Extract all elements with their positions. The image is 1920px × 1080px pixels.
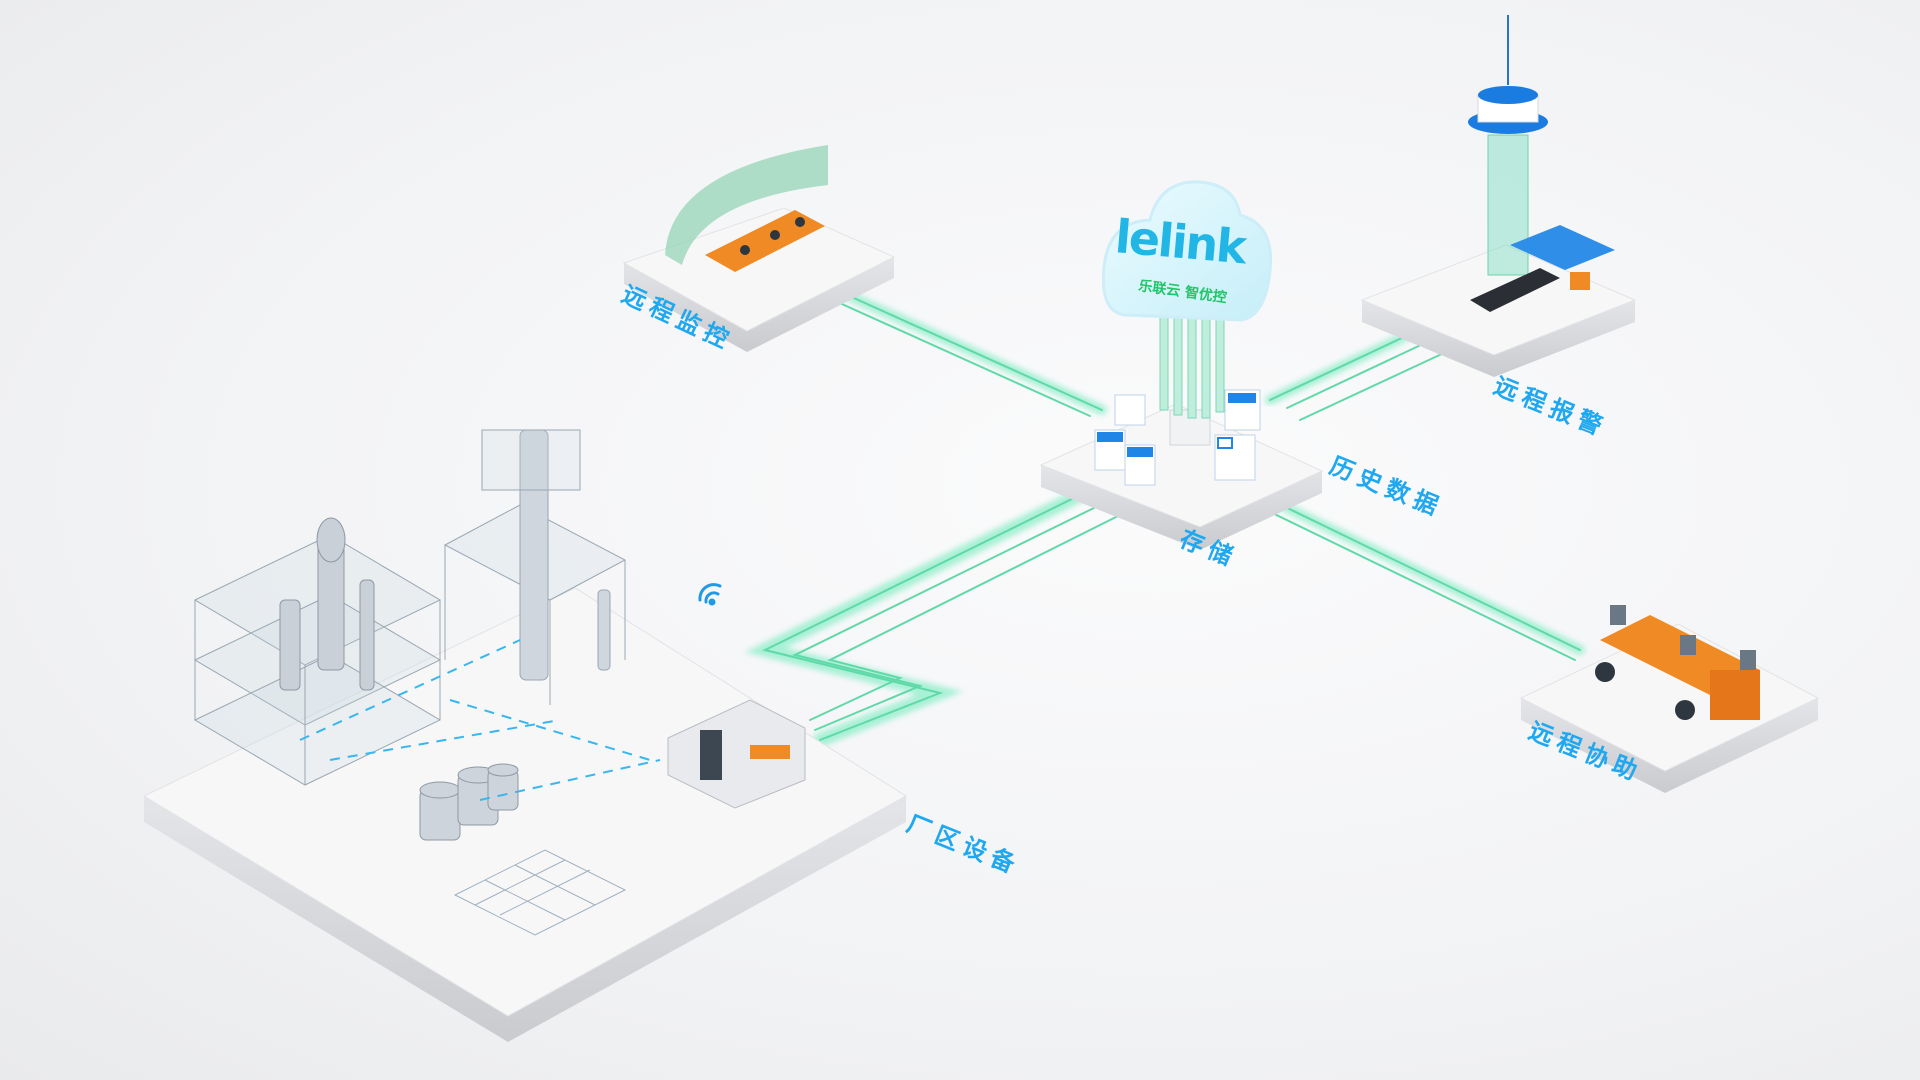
dashed-data-links: [299, 639, 661, 801]
storage-hub-platform: lelink 乐联云 智优控: [1039, 180, 1324, 550]
remote-assist-platform: [1519, 605, 1820, 793]
reactor-tower-icon: [279, 517, 375, 691]
control-room: [667, 699, 806, 809]
alarm-tower-icon: [1468, 15, 1548, 276]
factory-building-right: [443, 429, 627, 705]
wifi-icon: [698, 583, 722, 606]
video-wall: [665, 145, 828, 265]
logo-brand: lelink: [1113, 209, 1250, 274]
link-alarm-hub: [1265, 330, 1447, 421]
solar-panel-grid: [453, 849, 627, 936]
alarm-canopy: [1510, 225, 1615, 270]
lelink-cloud-logo: lelink 乐联云 智优控: [1101, 180, 1273, 322]
factory-platform: [142, 429, 907, 1042]
link-monitoring-hub: [832, 289, 1107, 417]
remote-alarm-platform: [1360, 15, 1637, 377]
label-history-data: 历史数据: [1326, 452, 1448, 523]
label-remote-alarm: 远程报警: [1490, 372, 1612, 443]
storage-tanks-icon: [419, 763, 519, 841]
remote-monitoring-platform: [622, 145, 896, 352]
label-factory-equipment: 厂区设备: [903, 810, 1025, 881]
monitoring-desk: [705, 210, 825, 272]
link-factory-hub: [744, 487, 1123, 747]
connection-lines: [744, 289, 1585, 747]
alarm-conveyor: [1470, 268, 1560, 312]
assist-workstations: [1595, 605, 1760, 720]
link-assist-hub: [1259, 497, 1585, 661]
